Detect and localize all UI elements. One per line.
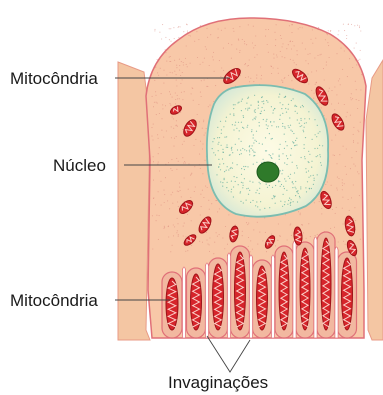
mitochondrion [257,266,268,330]
label-mitochondria-top: Mitocôndria [10,70,98,87]
nucleus [207,85,328,217]
mitochondrion [321,238,331,330]
neighbor-cell-right [366,60,383,340]
mitochondrion [213,264,224,330]
mitochondrion [300,248,310,330]
nucleolus [257,162,279,182]
mitochondrion [191,274,202,330]
neighbor-cell-left [118,62,150,340]
mitochondrion [279,252,289,330]
mitochondrion [166,278,178,330]
label-nucleus: Núcleo [53,157,106,174]
label-invaginations: Invaginações [168,374,268,391]
mitochondrion [235,252,246,330]
label-mitochondria-bottom: Mitocôndria [10,292,98,309]
mitochondrion [342,258,353,330]
leader-lines-invaginations [207,336,250,372]
